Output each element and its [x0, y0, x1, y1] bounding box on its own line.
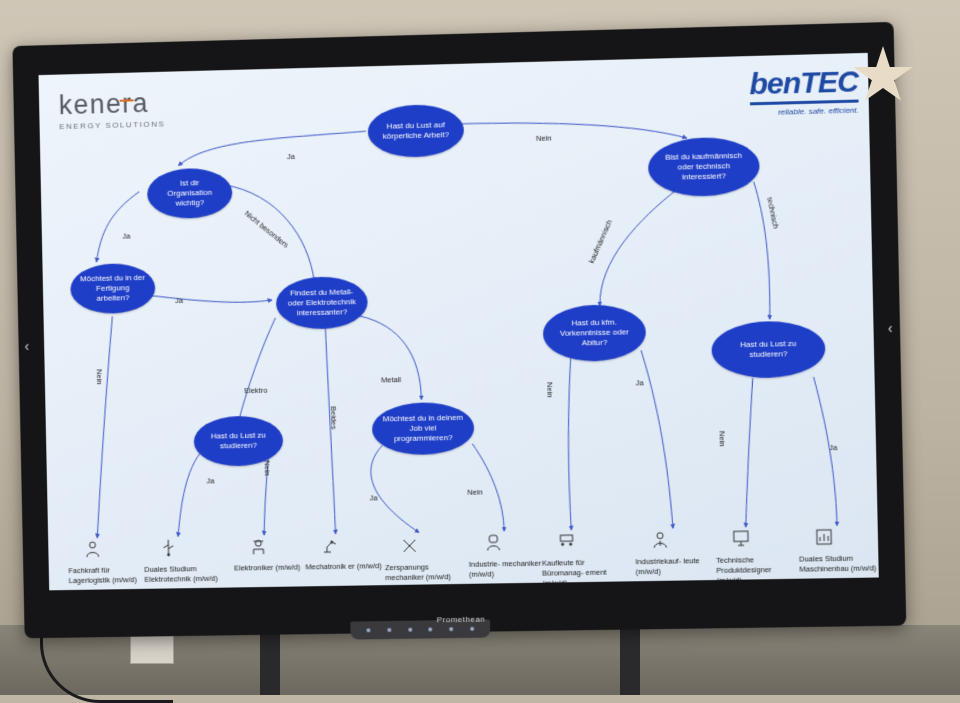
arrow-to-tpd	[743, 378, 756, 527]
screen: kenera ENERGY SOLUTIONS benTEC reliable.…	[39, 53, 879, 590]
control-button[interactable]	[407, 627, 412, 632]
arrow-q1-q2	[178, 131, 367, 166]
edge-label: Ja	[175, 295, 184, 306]
arrow-q3-q6	[597, 189, 680, 306]
outcome-kaufleute-bueromanagement: Kaufleute für Büromanag- ement (m/w/d)	[541, 531, 623, 588]
arrow-q4-q5	[151, 293, 272, 304]
outcome-elektroniker: Elektroniker (m/w/d)	[233, 536, 313, 573]
outcome-zerspanungsmechaniker: Zerspanungs mechaniker (m/w/d)	[384, 536, 465, 583]
outcome-duales-maschinenbau: Duales Studium Maschinenbau (m/w/d)	[798, 527, 878, 574]
outcome-label: Elektroniker (m/w/d)	[234, 562, 301, 573]
outcome-industriekaufleute: Industriekauf- leute (m/w/d)	[635, 530, 717, 577]
edge-label: Nein	[94, 369, 104, 385]
outcome-technische-produktdesigner: Technische Produktdesigner (m/w/d)	[715, 528, 797, 585]
outcome-label: Technische Produktdesigner (m/w/d)	[716, 555, 772, 585]
machine-chart-icon	[815, 528, 834, 546]
worker-icon	[84, 540, 102, 558]
chevron-left-icon[interactable]: ‹	[24, 337, 30, 354]
control-button[interactable]	[469, 626, 474, 631]
edge-label: Nein	[467, 487, 483, 497]
edge-label: Nein	[545, 382, 555, 398]
edge-label: Ja	[635, 378, 644, 388]
edge-label: Ja	[122, 231, 131, 241]
edge-label: Elektro	[244, 385, 268, 396]
monitor-design-icon	[732, 529, 751, 547]
welder-icon	[486, 534, 500, 551]
outcome-fachkraft: Fachkraft für Lagerlogistik (m/w/d)	[68, 539, 148, 585]
arrow-q1-q3	[456, 118, 687, 144]
arrow-to-fachkraft	[93, 316, 117, 538]
outcome-label: Kaufleute für Büromanag- ement (m/w/d)	[541, 557, 607, 588]
robot-arm-icon	[321, 536, 339, 554]
edge-label: Nein	[535, 133, 552, 143]
edge-label: Ja	[369, 493, 378, 503]
arrow-to-zerspanung	[371, 445, 420, 534]
arrow-to-duales-et	[176, 449, 205, 537]
outcome-label: Duales Studium Maschinenbau (m/w/d)	[799, 553, 877, 574]
businessman-icon	[651, 530, 670, 548]
control-button[interactable]	[366, 628, 371, 633]
edge-label: Ja	[206, 476, 215, 486]
chevron-right-icon[interactable]: ‹	[887, 319, 893, 337]
stand-leg-right	[620, 615, 640, 695]
outcome-industriemechaniker: Industrie- mechaniker (m/w/d)	[468, 532, 549, 579]
arrow-q5-q9	[360, 316, 425, 401]
edge-label: Beides	[328, 406, 339, 430]
outcome-label: Fachkraft für Lagerlogistik (m/w/d)	[68, 565, 137, 585]
flowchart-arrows	[39, 53, 879, 590]
electrician-icon	[249, 537, 267, 555]
arrow-to-kaufleute	[566, 357, 574, 530]
outcome-label: Mechatronik er (m/w/d)	[305, 561, 382, 572]
outcome-label: Industrie- mechaniker (m/w/d)	[468, 558, 542, 579]
edge-label: Nein	[717, 430, 727, 447]
monitor-frame: ‹ ‹ kenera ENERGY SOLUTIONS benTEC relia…	[12, 22, 906, 638]
outcome-duales-elektrotechnik: Duales Studium Elektrotechnik (m/w/d)	[144, 538, 224, 584]
edge-label: Ja	[286, 151, 295, 162]
arrow-q2-q4	[95, 192, 141, 263]
control-button[interactable]	[449, 627, 454, 632]
arrow-q5-q8	[236, 318, 278, 423]
stand-leg-left	[260, 615, 280, 695]
usb-icon	[159, 539, 177, 557]
edge-label: Metall	[381, 375, 402, 385]
arrow-to-industriemech	[471, 443, 507, 532]
arrow-to-industriekauf	[641, 350, 673, 529]
outcome-mechatroniker: Mechatronik er (m/w/d)	[305, 535, 385, 572]
control-button[interactable]	[428, 627, 433, 632]
outcome-label: Duales Studium Elektrotechnik (m/w/d)	[144, 564, 218, 584]
outcome-label: Industriekauf- leute (m/w/d)	[635, 556, 700, 576]
edge-label: Ja	[829, 442, 838, 453]
control-button[interactable]	[387, 627, 392, 633]
edge-label: Nein	[262, 460, 272, 476]
tools-icon	[403, 539, 417, 553]
meeting-icon	[557, 532, 575, 546]
outcome-label: Zerspanungs mechaniker (m/w/d)	[384, 562, 452, 582]
